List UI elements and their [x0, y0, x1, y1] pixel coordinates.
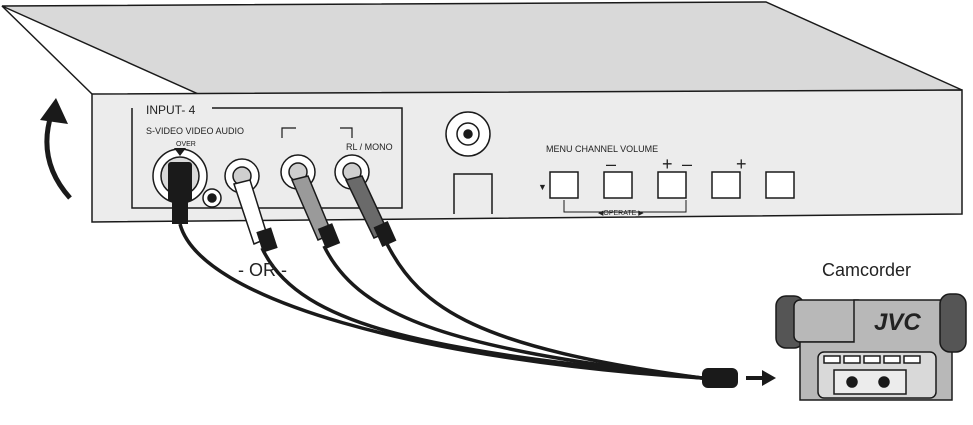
audio-channel-label: RL / MONO	[346, 142, 393, 152]
volume-down-button	[711, 171, 741, 199]
channel-up-button	[657, 171, 687, 199]
input-panel-outline	[131, 107, 403, 209]
controls-header: MENU CHANNEL VOLUME	[546, 144, 658, 154]
device-top-edge	[1, 5, 93, 95]
audio-left-cable	[322, 245, 703, 380]
sign-1: –	[606, 154, 616, 174]
arrow-right-icon	[746, 370, 776, 386]
s-video-plug	[168, 162, 192, 224]
sign-2: +	[662, 154, 673, 174]
s-video-cable	[178, 223, 703, 380]
audio-right-plug	[344, 175, 397, 247]
front-notch	[453, 173, 493, 214]
operate-bracket	[563, 200, 687, 213]
or-label: - OR -	[238, 260, 287, 280]
s-video-marker-icon	[174, 148, 186, 156]
channel-down-button	[603, 171, 633, 199]
round-connector	[445, 111, 491, 157]
video-cable	[260, 247, 703, 380]
sign-3: –	[682, 154, 692, 174]
camcorder-icon	[775, 293, 967, 401]
over-label: OVER	[176, 141, 196, 148]
rotate-arrow-icon	[40, 98, 72, 200]
volume-up-button	[765, 171, 795, 199]
device-front-face	[91, 89, 963, 223]
camcorder-label: Camcorder	[822, 260, 911, 280]
jack-brackets	[281, 127, 353, 138]
camcorder-brand: JVC	[874, 309, 921, 336]
input-4-label: INPUT- 4	[146, 103, 196, 117]
audio-right-cable	[384, 241, 703, 380]
camcorder-plug	[702, 368, 738, 388]
jack-labels: S-VIDEO VIDEO AUDIO	[146, 126, 244, 136]
cables	[178, 223, 703, 380]
sign-4: +	[736, 154, 747, 174]
control-buttons	[549, 171, 795, 199]
operate-label: ◀OPERATE ▶	[598, 210, 644, 217]
menu-button	[549, 171, 579, 199]
video-plug	[233, 179, 278, 253]
audio-left-plug	[290, 175, 341, 249]
left-marker-icon: ▼	[538, 182, 547, 192]
device-top-face	[1, 1, 963, 98]
